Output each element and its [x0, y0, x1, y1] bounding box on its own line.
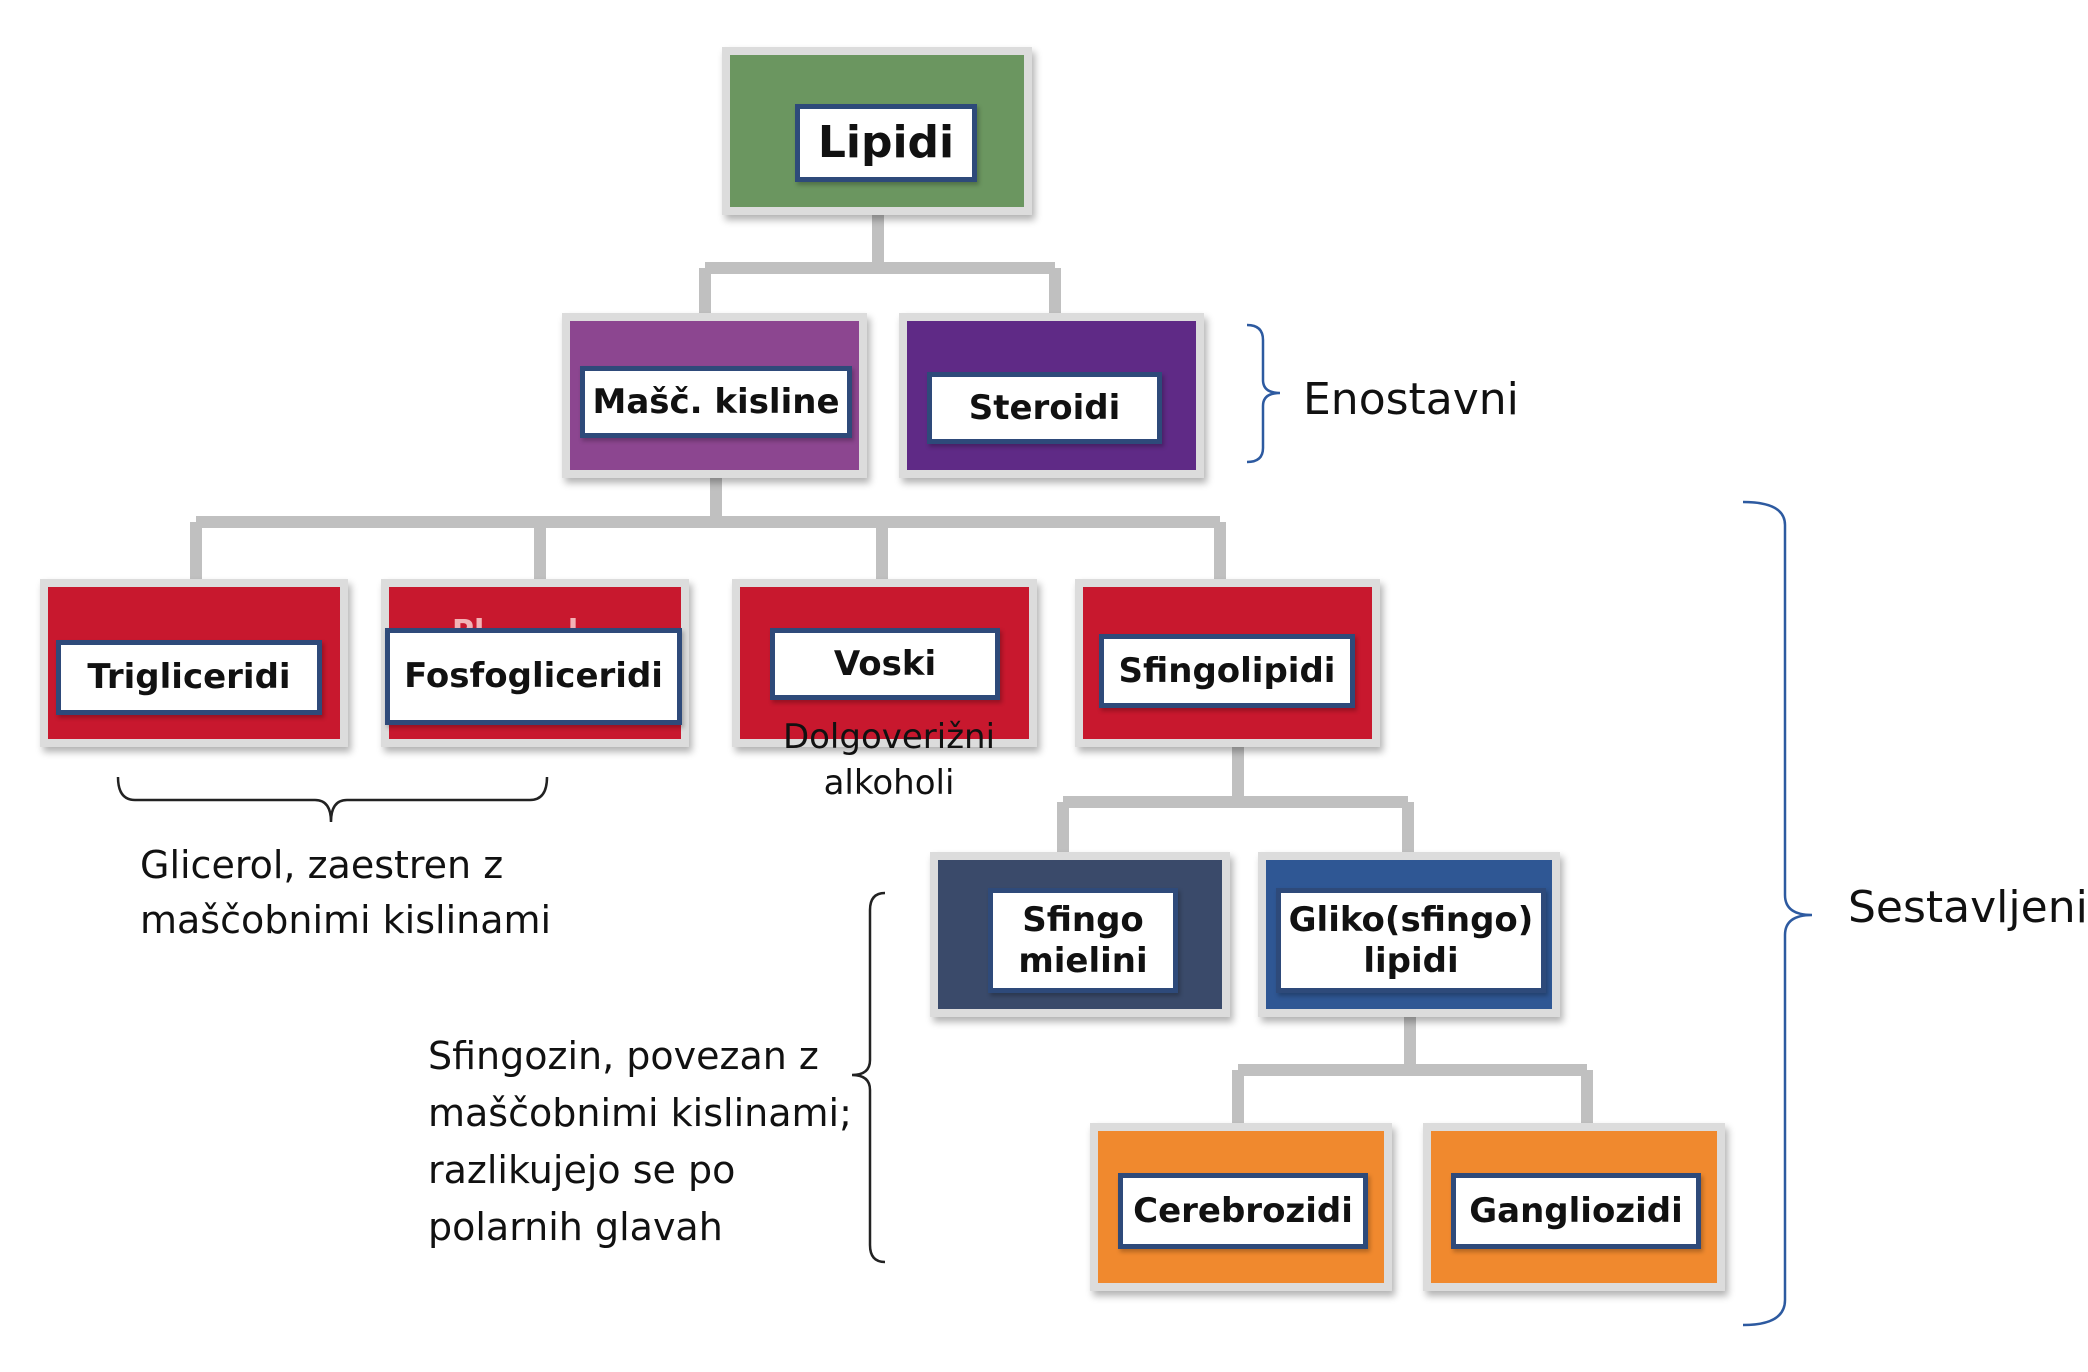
sestavljeni-brace: [1742, 500, 1813, 1327]
label-glikolipidi: Gliko(sfingo) lipidi: [1276, 888, 1546, 993]
label-sfingomielini: Sfingo mielini: [988, 888, 1178, 993]
connector-masc-kisline: [190, 478, 1226, 580]
label-voski: Voski: [770, 628, 1000, 700]
connector-gliko: [1232, 1010, 1593, 1125]
label-cerebrozidi: Cerebrozidi: [1118, 1173, 1368, 1249]
label-lipidi: Lipidi: [795, 104, 977, 182]
label-trigliceridi: Trigliceridi: [56, 640, 322, 715]
label-fosfogliceridi: Fosfogliceridi: [385, 628, 682, 725]
label-sestavljeni: Sestavljeni: [1848, 882, 2088, 933]
connector-sfingolipidi: [1057, 742, 1414, 852]
label-steroidi: Steroidi: [927, 372, 1162, 444]
connector-lipidi: [699, 212, 1061, 325]
glicerol-brace: [116, 776, 549, 823]
enostavni-brace: [1246, 323, 1281, 464]
node-lipidi: [722, 47, 1032, 215]
label-gangliozidi: Gangliozidi: [1451, 1173, 1701, 1249]
label-sfingolipidi: Sfingolipidi: [1099, 634, 1355, 708]
sfingozin-brace: [851, 891, 886, 1264]
label-masc-kisline: Mašč. kisline: [580, 366, 852, 438]
note-glicerol: Glicerol, zaestren z maščobnimi kislinam…: [140, 843, 552, 943]
note-voski: Dolgoverižni alkoholi: [782, 717, 996, 803]
label-enostavni: Enostavni: [1303, 374, 1519, 425]
note-sfingozin: Sfingozin, povezan z maščobnimi kislinam…: [428, 1034, 852, 1249]
